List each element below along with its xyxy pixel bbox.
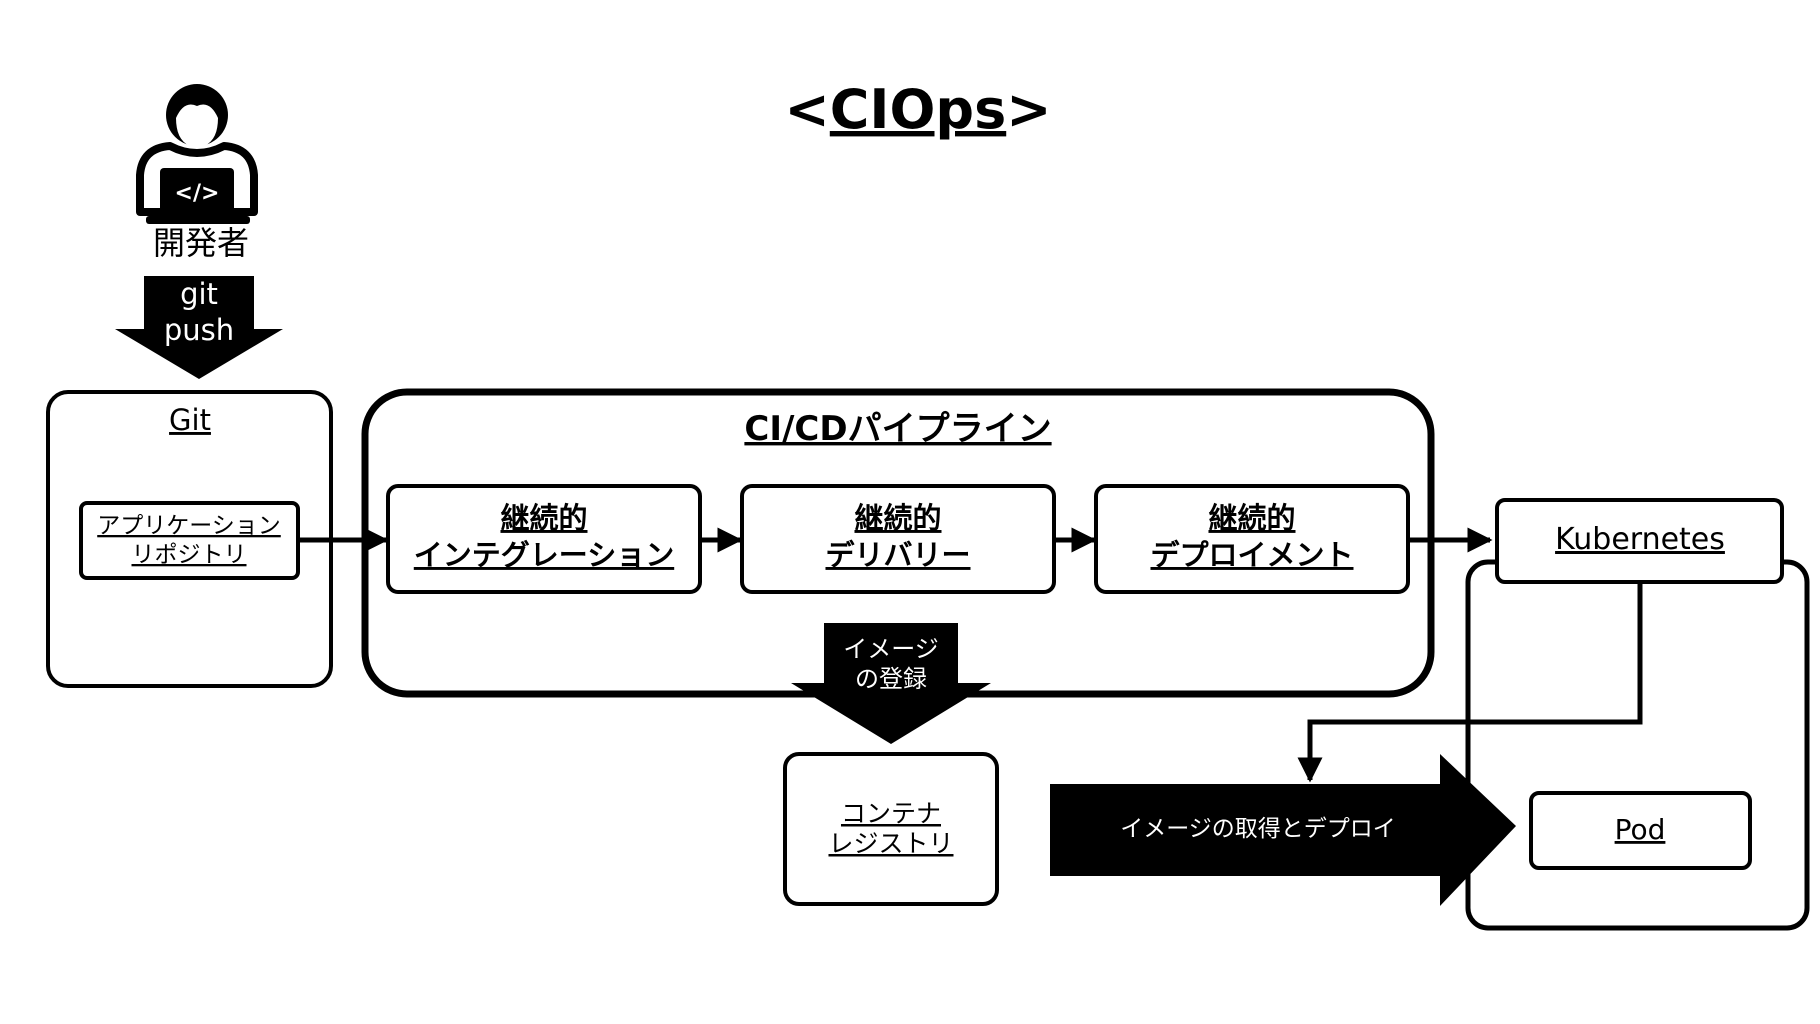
stage-deployment-line2: デプロイメント xyxy=(1150,538,1353,572)
registry-line1: コンテナ xyxy=(841,799,941,828)
stage-ci-line1: 継続的 xyxy=(500,501,587,535)
pipeline-title: CI/CDパイプライン xyxy=(744,409,1051,449)
developer-laptop-icon: </> xyxy=(136,84,258,224)
stage-deployment-line1: 継続的 xyxy=(1208,501,1295,535)
stage-ci-line2: インテグレーション xyxy=(414,538,674,572)
pod-label: Pod xyxy=(1615,813,1666,846)
git-push-arrow xyxy=(115,276,283,379)
stage-delivery-line1: 継続的 xyxy=(854,501,941,535)
stage-delivery-line2: デリバリー xyxy=(825,538,970,572)
git-push-line2: push xyxy=(164,313,234,347)
deploy-arrow-label: イメージの取得とデプロイ xyxy=(1120,816,1396,842)
kubernetes-to-deploy-connector xyxy=(1297,582,1643,783)
pod-box xyxy=(1529,791,1752,870)
git-box-title: Git xyxy=(169,403,211,437)
image-register-line1: イメージ xyxy=(843,635,939,663)
title-lt: < xyxy=(785,78,830,141)
image-register-arrow xyxy=(791,623,991,744)
deploy-arrow xyxy=(1050,754,1516,906)
registry-line2: レジストリ xyxy=(828,829,953,858)
developer-label: 開発者 xyxy=(153,224,249,262)
title-underlined: CIOps xyxy=(830,78,1006,141)
title-gt: > xyxy=(1006,78,1051,141)
registry-box xyxy=(783,752,999,906)
diagram-title: <CIOps> xyxy=(785,78,1052,141)
git-push-line1: git xyxy=(180,277,218,311)
app-repo-line2: リポジトリ xyxy=(132,542,247,568)
image-register-line2: の登録 xyxy=(855,665,927,693)
kubernetes-label: Kubernetes xyxy=(1555,522,1725,557)
svg-text:</>: </> xyxy=(175,181,220,206)
app-repo-line1: アプリケーション xyxy=(97,513,281,539)
